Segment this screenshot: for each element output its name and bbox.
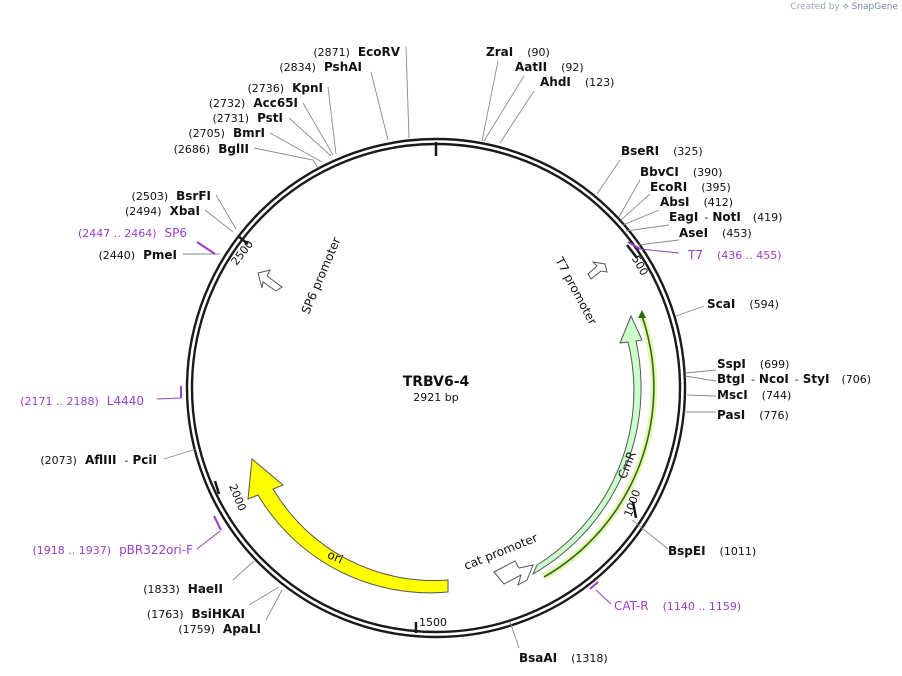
plasmid-name: TRBV6-4: [403, 374, 470, 390]
primer-label-l4440: (2171 .. 2188)L4440: [20, 394, 144, 408]
primer-pointer-catr: [595, 589, 612, 605]
cat-promoter-arrow-icon: [493, 560, 534, 587]
enzyme-label-eagi: EagI-NotI(419): [669, 210, 782, 224]
enzyme-label-aflIII: (2073)AflIII-PciI: [40, 453, 157, 467]
enzyme-label-pshai: (2834)PshAI: [279, 60, 362, 74]
enzyme-label-apali: (1759)ApaLI: [178, 622, 261, 636]
tick-label-1500: 1500: [419, 616, 447, 629]
enzyme-label-haeii: (1833)HaeII: [143, 582, 223, 596]
enzyme-label-bspei: BspEI(1011): [668, 544, 756, 558]
primer-mark-catr: [589, 581, 599, 590]
enzyme-label-zrai: ZraI(90): [486, 45, 550, 59]
primer-label-pbr: (1918 .. 1937)pBR322ori-F: [33, 543, 194, 557]
enzyme-label-kpni: (2736)KpnI: [248, 81, 323, 95]
enzyme-label-psti: (2731)PstI: [212, 111, 283, 125]
primer-mark-pbr: [213, 515, 222, 531]
enzyme-label-bbvci: BbvCI(390): [640, 165, 722, 179]
credit-prefix: Created by: [790, 2, 840, 12]
primer-pointer-pbr: [196, 530, 221, 550]
enzyme-label-scai: ScaI(594): [707, 297, 779, 311]
sp6-promoter-arrow-icon: [257, 269, 283, 292]
primer-label-sp6: (2447 .. 2464)SP6: [78, 226, 187, 240]
enzyme-label-btgi: BtgI-NcoI-StyI(706): [717, 372, 871, 386]
ori-label: ori: [325, 548, 345, 567]
primer-labels: (2447 .. 2464)SP6 (2171 .. 2188)L4440 (1…: [20, 226, 781, 613]
cmr-orf-line: [543, 315, 655, 578]
enzyme-label-bseri: BseRI(325): [621, 144, 703, 158]
enzyme-label-bsaai: BsaAI(1318): [519, 651, 608, 665]
enzyme-label-bmri: (2705)BmrI: [188, 126, 265, 140]
cmr-feature-arrow: [531, 314, 643, 576]
enzyme-label-sspi: SspI(699): [717, 357, 789, 371]
enzyme-label-pmei: (2440)PmeI: [99, 248, 177, 262]
enzyme-label-absi: AbsI(412): [660, 195, 733, 209]
enzyme-label-acc65i: (2732)Acc65I: [209, 96, 298, 110]
t7-promoter-label: T7 promoter: [552, 254, 600, 327]
enzyme-label-bsrfi: (2503)BsrFI: [132, 189, 211, 203]
enzyme-label-ecorv: (2871)EcoRV: [313, 45, 400, 59]
primer-mark-t7: [627, 241, 641, 250]
enzyme-label-xbai: (2494)XbaI: [125, 204, 200, 218]
cmr-orf-arrowhead-icon: [638, 310, 646, 318]
enzyme-label-bglii: (2686)BglII: [174, 142, 249, 156]
enzyme-label-bsihkai: (1763)BsiHKAI: [147, 607, 245, 621]
ori-feature-arrow: [247, 458, 449, 594]
credit-brand: SnapGene: [851, 2, 898, 12]
t7-promoter-arrow-icon: [587, 261, 608, 280]
enzyme-labels: (2871)EcoRV (2834)PshAI (2736)KpnI (2732…: [40, 45, 871, 665]
credit-label: Created by ⟡ SnapGene: [790, 2, 898, 12]
tick-label-2000: 2000: [226, 482, 249, 513]
enzyme-label-asei: AseI(453): [679, 226, 752, 240]
backbone: [185, 137, 687, 639]
sp6-promoter-label: SP6 promoter: [299, 235, 344, 316]
primer-mark-sp6: [196, 241, 216, 255]
enzyme-label-pasi: PasI(776): [717, 408, 789, 422]
primer-pointer-t7: [639, 248, 680, 254]
leader-lines: [163, 46, 717, 649]
primer-label-t7: T7(436 .. 455): [687, 248, 782, 262]
enzyme-label-ahdi: AhdI(123): [540, 75, 614, 89]
primer-marks: [156, 241, 680, 605]
position-tick-marks: [213, 235, 638, 633]
enzyme-label-ecori: EcoRI(395): [650, 180, 731, 194]
plasmid-length: 2921 bp: [413, 391, 458, 404]
enzyme-label-aatii: AatII(92): [515, 60, 584, 74]
snapgene-logo-icon: ⟡: [842, 2, 849, 12]
features: SP6 promoter T7 promoter CmR cat promote…: [247, 235, 658, 594]
enzyme-label-msci: MscI(744): [717, 388, 791, 402]
primer-label-catr: CAT-R(1140 .. 1159): [614, 599, 741, 613]
primer-pointer-l4440: [156, 397, 182, 400]
